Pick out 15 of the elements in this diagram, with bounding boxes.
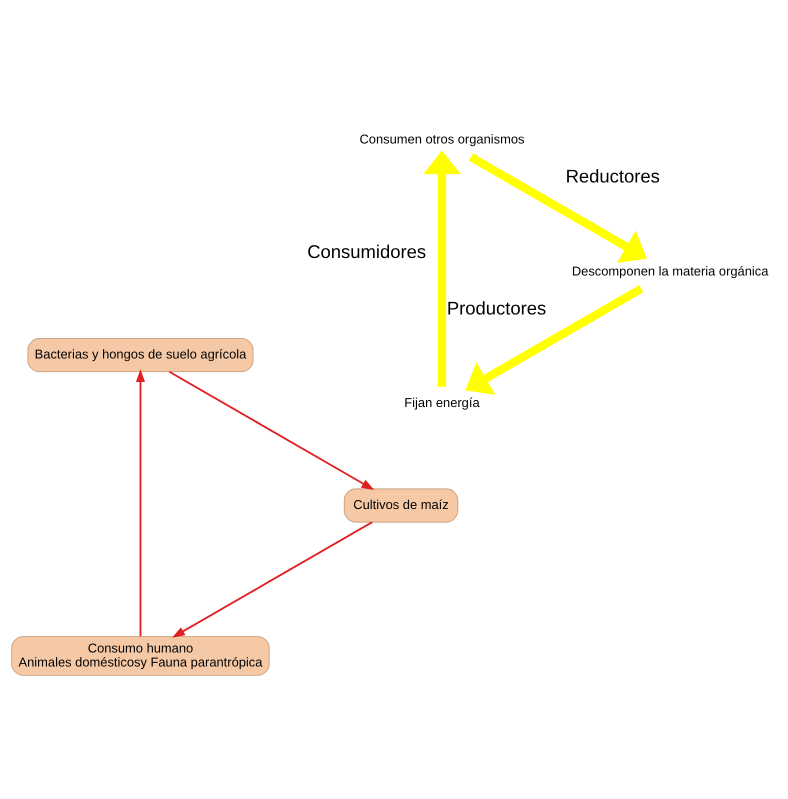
arrow xyxy=(168,370,374,490)
arrow xyxy=(468,153,647,263)
edge-label: Consumidores xyxy=(307,241,426,262)
node-box: Consumo humano Animales domésticosy Fauna parantrópica xyxy=(11,636,270,676)
arrow xyxy=(172,521,373,638)
arrow xyxy=(465,285,644,395)
arrow xyxy=(423,150,461,387)
edge-label: Reductores xyxy=(566,166,660,187)
node-text: Consumen otros organismos xyxy=(359,132,524,147)
node-box: Bacterias y hongos de suelo agrícola xyxy=(27,338,254,372)
node-box: Cultivos de maíz xyxy=(344,488,458,523)
arrow xyxy=(136,369,145,636)
node-text: Descomponen la materia orgánica xyxy=(572,263,768,278)
node-text: Fijan energía xyxy=(404,395,480,410)
edge-label: Productores xyxy=(446,297,546,318)
